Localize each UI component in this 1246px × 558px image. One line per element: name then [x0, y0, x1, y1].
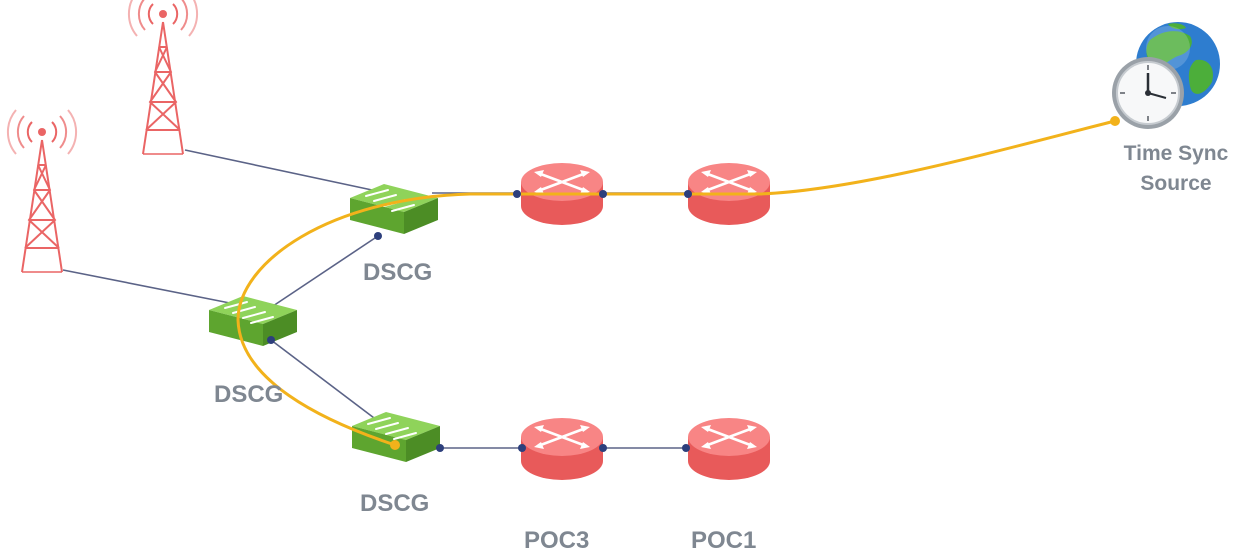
- router-icon: [519, 416, 605, 482]
- link-tower1-switch-top: [184, 149, 373, 191]
- switch-bottom: [351, 411, 441, 463]
- router-poc1: [686, 416, 772, 482]
- router-poc3: [519, 416, 605, 482]
- link-tower2-switch-mid: [62, 269, 251, 308]
- sync-client-endpoint: [390, 440, 400, 450]
- cell-tower-icon: [6, 109, 78, 273]
- sync-source-endpoint: [1110, 116, 1120, 126]
- switch-mid-label: DSCG: [214, 381, 284, 408]
- network-switch-icon: [208, 295, 298, 347]
- router-icon: [686, 416, 772, 482]
- switch-bottom-label: DSCG: [360, 490, 430, 517]
- router-poc3-label: POC3: [524, 527, 590, 554]
- switch-top-label: DSCG: [363, 259, 433, 286]
- globe-clock-icon: [1112, 22, 1220, 129]
- link-switch-mid-bottom: [270, 339, 383, 425]
- cell-tower-icon: [127, 0, 199, 155]
- switch-mid: [208, 295, 298, 347]
- link-switch-mid-top: [272, 235, 379, 307]
- time-source-label: Time Sync Source: [1106, 139, 1246, 199]
- link-endpoints: [267, 190, 692, 452]
- time-source-label-line2: Source: [1140, 172, 1212, 195]
- router-poc1-label: POC1: [691, 527, 757, 554]
- time-sync-path: [236, 119, 1116, 447]
- time-source-label-line1: Time Sync: [1123, 142, 1229, 165]
- network-switch-icon: [351, 411, 441, 463]
